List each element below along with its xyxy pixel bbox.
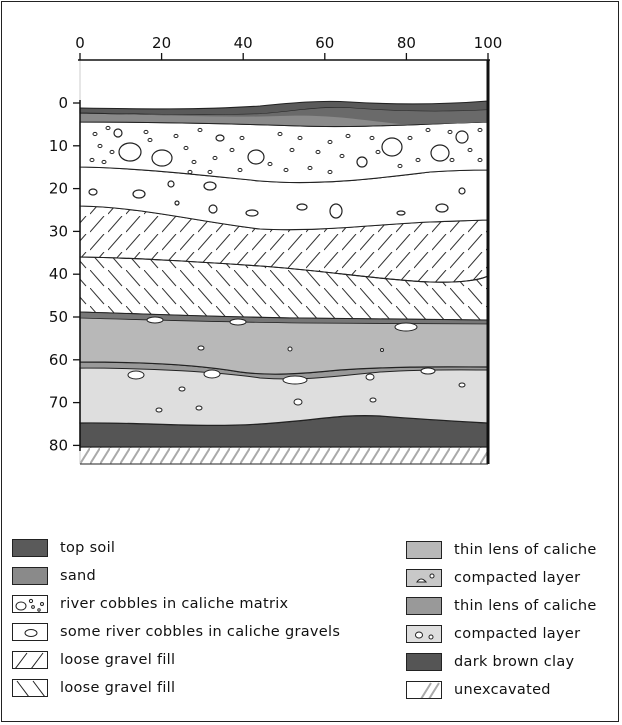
unexcavated-pattern-icon xyxy=(420,682,440,698)
swatch-clay xyxy=(406,653,442,671)
y-axis: 0 10 20 30 40 50 60 70 80 xyxy=(49,94,81,454)
legend-item-sand: sand xyxy=(12,566,96,586)
legend-label: loose gravel fill xyxy=(60,652,176,668)
x-tick-label: 60 xyxy=(315,34,334,52)
legend-label: top soil xyxy=(60,540,116,556)
back-hatch-icon xyxy=(16,680,45,696)
caliche-inclusions xyxy=(127,316,466,413)
legend-label: thin lens of caliche xyxy=(454,598,597,614)
swatch-compacted-a xyxy=(406,569,442,587)
legend-label: unexcavated xyxy=(454,682,551,698)
x-tick-label: 80 xyxy=(397,34,416,52)
layer-unexcavated xyxy=(80,445,488,464)
y-tick-label: 30 xyxy=(49,222,68,240)
swatch-compacted-b xyxy=(406,625,442,643)
cobbles-gravels-stones xyxy=(88,180,466,219)
legend-item-compacted-b: compacted layer xyxy=(406,624,580,644)
legend-label: river cobbles in caliche matrix xyxy=(60,596,289,612)
x-tick-label: 40 xyxy=(234,34,253,52)
legend-label: some river cobbles in caliche gravels xyxy=(60,624,341,640)
legend-item-cobbles-gravels: some river cobbles in caliche gravels xyxy=(12,622,340,642)
profile-area xyxy=(79,59,490,465)
y-tick-label: 40 xyxy=(49,265,68,283)
legend-item-loose-gravel-forward: loose gravel fill xyxy=(12,650,175,670)
y-tick-label: 60 xyxy=(49,351,68,369)
legend-item-cobbles-matrix: river cobbles in caliche matrix xyxy=(12,594,288,614)
swatch-cobbles-matrix xyxy=(12,595,48,613)
legend-label: thin lens of caliche xyxy=(454,542,597,558)
swatch-hatch-forward xyxy=(12,651,48,669)
cobbles-matrix-stones xyxy=(113,128,469,168)
legend-label: loose gravel fill xyxy=(60,680,176,696)
y-tick-label: 20 xyxy=(49,180,68,198)
swatch-top-soil xyxy=(12,539,48,557)
swatch-unexcavated xyxy=(406,681,442,699)
swatch-sand xyxy=(12,567,48,585)
legend-label: dark brown clay xyxy=(454,654,575,670)
swatch-caliche-mid xyxy=(406,597,442,615)
y-tick-label: 80 xyxy=(49,436,68,454)
compacted-pattern-icon xyxy=(416,573,435,583)
legend-item-top-soil: top soil xyxy=(12,538,115,558)
swatch-hatch-back xyxy=(12,679,48,697)
y-tick-label: 0 xyxy=(58,94,68,112)
legend-item-caliche-mid: thin lens of caliche xyxy=(406,596,597,616)
x-tick-label: 0 xyxy=(75,34,85,52)
pebble-pattern-icon xyxy=(24,629,38,637)
legend-label: compacted layer xyxy=(454,570,581,586)
legend-label: compacted layer xyxy=(454,626,581,642)
y-tick-label: 10 xyxy=(49,137,68,155)
soil-profile-diagram: 0 20 40 60 80 100 0 10 20 30 40 50 60 70 80 xyxy=(49,34,503,465)
swatch-caliche-light xyxy=(406,541,442,559)
x-tick-label: 100 xyxy=(474,34,503,52)
y-tick-label: 70 xyxy=(49,394,68,412)
legend-item-caliche-light: thin lens of caliche xyxy=(406,540,597,560)
swatch-cobbles-gravels xyxy=(12,623,48,641)
x-tick-label: 20 xyxy=(152,34,171,52)
x-axis: 0 20 40 60 80 100 xyxy=(75,34,503,61)
compacted-pattern-icon xyxy=(415,631,434,640)
cobbles-matrix-pebbles xyxy=(89,125,483,175)
legend-item-unexcavated: unexcavated xyxy=(406,680,551,700)
y-tick-label: 50 xyxy=(49,308,68,326)
legend-item-loose-gravel-back: loose gravel fill xyxy=(12,678,175,698)
legend-item-compacted-a: compacted layer xyxy=(406,568,580,588)
forward-hatch-icon xyxy=(15,652,44,668)
legend-item-clay: dark brown clay xyxy=(406,652,574,672)
cobble-pattern-icon xyxy=(15,598,44,612)
legend-label: sand xyxy=(60,568,97,584)
